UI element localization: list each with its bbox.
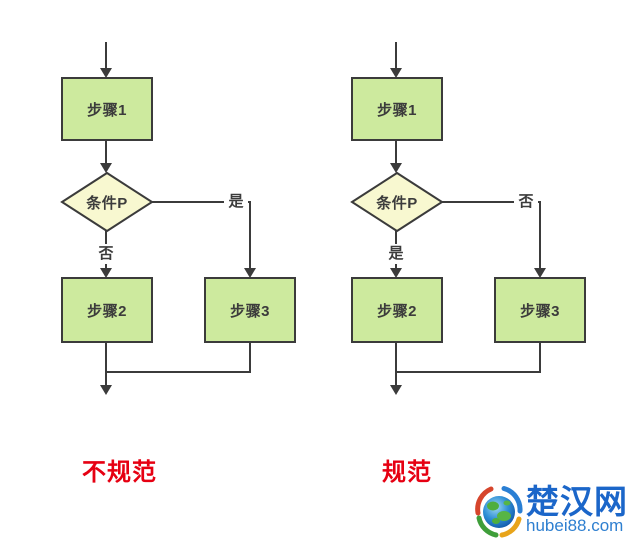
step3-label: 步骤3: [230, 302, 270, 320]
exit-arrowhead-icon: [100, 385, 112, 395]
step3-label: 步骤3: [520, 302, 560, 320]
flowchart-standard-connectors: [350, 42, 586, 395]
caption-standard: 规范: [382, 459, 432, 486]
exit-arrowhead-icon: [390, 385, 402, 395]
right-branch-connector: [442, 201, 541, 270]
down-branch-label: 否: [94, 244, 118, 264]
condition-label: 条件P: [376, 194, 418, 212]
right-branch-arrowhead-icon: [244, 268, 256, 278]
step2-box: [61, 277, 153, 343]
flowchart-nonstandard: 步骤1 条件P 是 否 步骤2 步骤3: [50, 30, 310, 405]
condition-label: 条件P: [86, 194, 128, 212]
entry-arrowhead-icon: [390, 68, 402, 78]
entry-arrowhead-icon: [100, 68, 112, 78]
step3-box: [204, 277, 296, 343]
step1-box: [61, 77, 153, 141]
connector-arrowhead-icon: [390, 163, 402, 173]
step1-box: [351, 77, 443, 141]
down-branch-arrowhead-icon: [390, 268, 402, 278]
flowchart-nonstandard-connectors: [60, 42, 296, 395]
right-branch-arrowhead-icon: [534, 268, 546, 278]
site-name: 楚汉网: [526, 483, 628, 520]
down-branch-arrowhead-icon: [100, 268, 112, 278]
globe-logo-icon: [475, 486, 523, 538]
right-branch-label: 否: [514, 192, 538, 212]
site-domain: hubei88.com: [526, 516, 624, 535]
watermark-text: 楚汉网 hubei88.com: [526, 483, 628, 535]
right-branch-label: 是: [224, 192, 248, 212]
flowchart-standard: 步骤1 条件P 否 是 步骤2 步骤3: [340, 30, 600, 405]
step3-box: [494, 277, 586, 343]
down-branch-label: 是: [384, 244, 408, 264]
watermark-logo: 楚汉网 hubei88.com: [474, 485, 640, 541]
step3-merge-connector: [396, 342, 541, 373]
caption-nonstandard: 不规范: [82, 459, 157, 486]
step2-label: 步骤2: [87, 302, 127, 320]
right-branch-connector: [152, 201, 251, 270]
step1-label: 步骤1: [87, 101, 127, 119]
connector-arrowhead-icon: [100, 163, 112, 173]
step1-label: 步骤1: [377, 101, 417, 119]
step3-merge-connector: [106, 342, 251, 373]
step2-label: 步骤2: [377, 302, 417, 320]
